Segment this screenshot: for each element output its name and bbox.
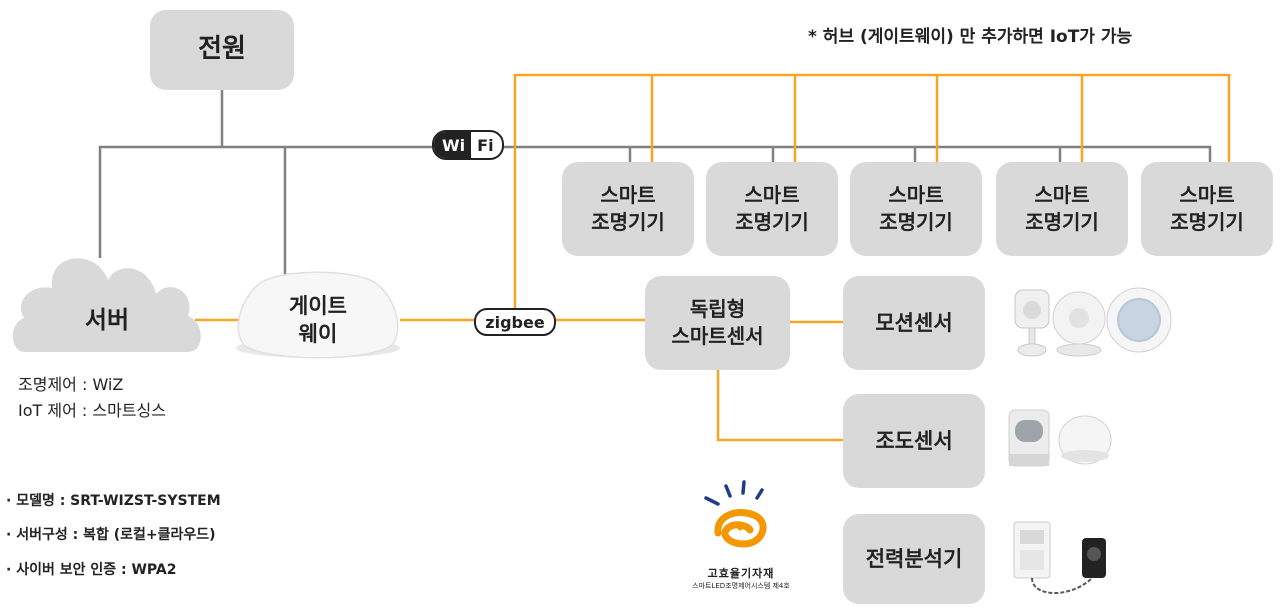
motion-sensor-device-2	[1052, 291, 1106, 357]
spec-model: · 모델명 : SRT-WIZST-SYSTEM	[6, 493, 221, 509]
smart-light-5-line1: 스마트	[1179, 183, 1235, 207]
control-info: 조명제어 : WiZ IoT 제어 : 스마트싱스	[18, 372, 166, 423]
wifi-badge-right: Fi	[477, 135, 494, 155]
light-sensor-box: 조도센서	[843, 394, 985, 488]
smart-light-5-line2: 조명기기	[1170, 210, 1244, 234]
light-sensor-device-2	[1058, 415, 1112, 465]
power-analyzer-label: 전력분석기	[865, 546, 963, 571]
smart-light-4-line2: 조명기기	[1025, 210, 1099, 234]
smart-light-3: 스마트 조명기기	[850, 162, 982, 256]
control-info-lighting: 조명제어 : WiZ	[18, 375, 124, 394]
wifi-badge: Wi Fi	[432, 130, 504, 160]
gateway-label-line2: 웨이	[298, 322, 338, 347]
light-sensor-label: 조도센서	[875, 428, 953, 453]
light-sensor-device-1	[1008, 409, 1050, 467]
server-label: 서버	[84, 306, 130, 334]
zigbee-lines	[195, 73, 1231, 442]
smart-light-3-line2: 조명기기	[879, 210, 953, 234]
spec-server: · 서버구성 : 복합 (로컬+클라우드)	[6, 527, 216, 544]
standalone-sensor-line2: 스마트센서	[671, 324, 764, 348]
smart-light-2-line2: 조명기기	[735, 210, 809, 234]
gateway-device	[237, 271, 399, 359]
hub-note: * 허브 (게이트웨이) 만 추가하면 IoT가 가능	[808, 27, 1133, 47]
motion-sensor-device-1	[1014, 289, 1050, 357]
smart-light-1-line1: 스마트	[600, 183, 656, 207]
gateway-label-line1: 게이트	[289, 294, 347, 318]
wifi-badge-left: Wi	[434, 132, 472, 158]
power-analyzer-box: 전력분석기	[843, 514, 985, 604]
standalone-sensor-box: 독립형 스마트센서	[645, 276, 790, 370]
smart-light-2-line1: 스마트	[744, 183, 800, 207]
zigbee-badge: zigbee	[474, 308, 556, 336]
smart-light-4: 스마트 조명기기	[996, 162, 1128, 256]
server-cloud	[12, 258, 201, 352]
power-analyzer-image	[1013, 521, 1106, 594]
gateway-label: 게이트 웨이	[268, 292, 368, 349]
spec-list: · 모델명 : SRT-WIZST-SYSTEM · 서버구성 : 복합 (로컬…	[6, 484, 221, 587]
certification-title: 고효율기자재	[707, 567, 775, 580]
smart-light-1: 스마트 조명기기	[562, 162, 694, 256]
certification-subtitle: 스마트LED조명제어시스템 제4호	[692, 582, 790, 590]
motion-sensor-label: 모션센서	[875, 310, 953, 335]
light-sensor-images	[1008, 409, 1112, 467]
smart-light-4-line1: 스마트	[1034, 183, 1090, 207]
control-info-iot: IoT 제어 : 스마트싱스	[18, 400, 166, 420]
standalone-sensor-line1: 독립형	[689, 297, 746, 321]
wifi-lines	[98, 90, 1212, 280]
motion-sensor-box: 모션센서	[843, 276, 985, 370]
certification-text: 고효율기자재 스마트LED조명제어시스템 제4호	[672, 565, 810, 591]
motion-sensor-device-3	[1106, 287, 1172, 353]
smart-light-1-line2: 조명기기	[591, 210, 665, 234]
power-box: 전원	[150, 10, 294, 90]
smart-light-2: 스마트 조명기기	[706, 162, 838, 256]
certification-logo	[704, 480, 767, 548]
smart-light-5: 스마트 조명기기	[1141, 162, 1273, 256]
motion-sensor-images	[1014, 287, 1172, 357]
power-label: 전원	[198, 34, 246, 65]
smart-light-3-line1: 스마트	[888, 183, 944, 207]
spec-security: · 사이버 보안 인증 : WPA2	[6, 561, 177, 578]
